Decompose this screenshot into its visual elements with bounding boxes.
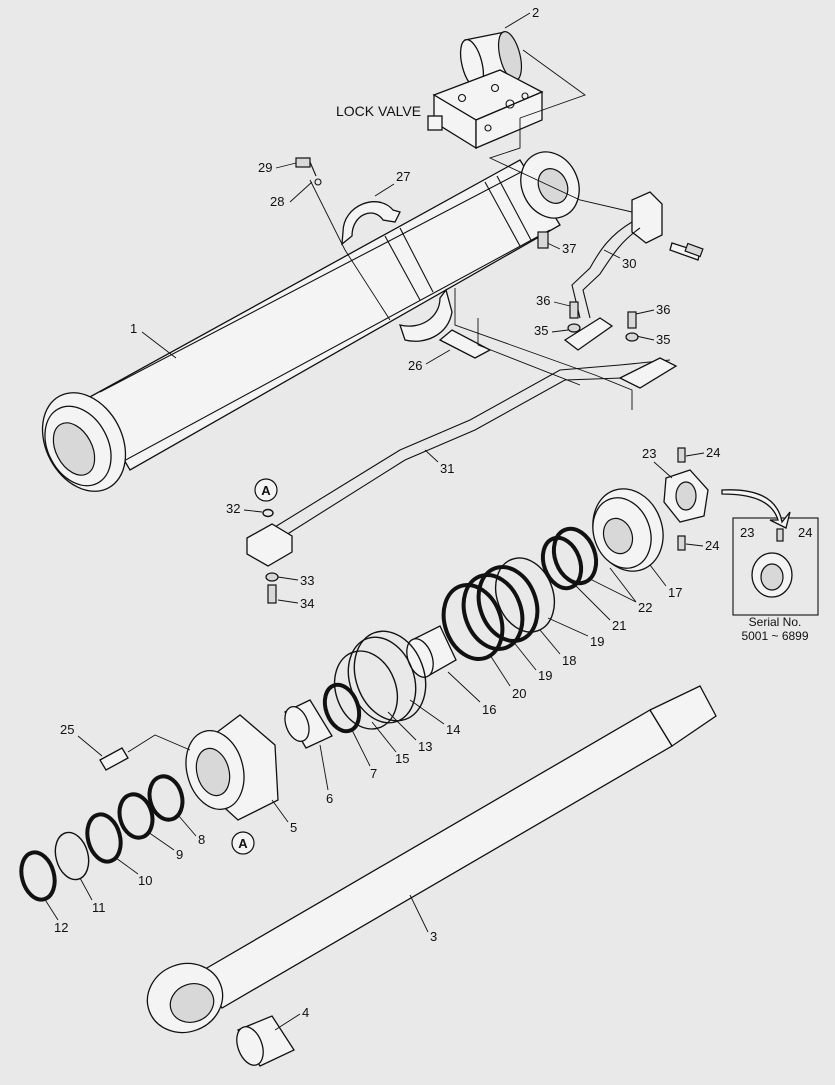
bolt-25 [99, 734, 191, 771]
callout-35b: 35 [656, 332, 670, 347]
serial-label-line1: Serial No. [749, 615, 802, 629]
callout-24-inset: 24 [798, 525, 812, 540]
serial-label-line2: 5001 ~ 6899 [741, 629, 808, 643]
callout-15: 15 [395, 751, 409, 766]
callout-24b: 24 [705, 538, 719, 553]
callout-14: 14 [446, 722, 460, 737]
piston-rod-3 [146, 685, 717, 1034]
callout-24a: 24 [706, 445, 720, 460]
piston-17 [592, 488, 664, 572]
clamp-27 [341, 201, 401, 246]
callout-3: 3 [430, 929, 437, 944]
callout-23-inset: 23 [740, 525, 754, 540]
callout-18: 18 [562, 653, 576, 668]
callout-27: 27 [396, 169, 410, 184]
serial-inset-box [721, 489, 819, 616]
callout-37: 37 [562, 241, 576, 256]
callout-19b: 19 [538, 668, 552, 683]
bushing-6 [284, 699, 333, 749]
callout-30: 30 [622, 256, 636, 271]
callout-28: 28 [270, 194, 284, 209]
callout-29: 29 [258, 160, 272, 175]
callout-20: 20 [512, 686, 526, 701]
callout-2: 2 [532, 5, 539, 20]
callout-17: 17 [668, 585, 682, 600]
callout-4: 4 [302, 1005, 309, 1020]
callout-7: 7 [370, 766, 377, 781]
callout-23: 23 [642, 446, 656, 461]
callout-11: 11 [92, 900, 106, 915]
rod-cover-5 [185, 714, 279, 821]
clamp-26 [399, 288, 492, 359]
callout-22: 22 [638, 600, 652, 615]
pipe-31 [246, 357, 678, 567]
bushing-4 [236, 1015, 295, 1067]
lock-valve [427, 69, 544, 150]
svg-text:A: A [238, 836, 248, 851]
callout-35a: 35 [534, 323, 548, 338]
callout-1: 1 [130, 321, 137, 336]
callout-6: 6 [326, 791, 333, 806]
callout-13: 13 [418, 739, 432, 754]
svg-text:A: A [261, 483, 271, 498]
callout-16: 16 [482, 702, 496, 717]
callout-8: 8 [198, 832, 205, 847]
cylinder-tube [41, 151, 580, 492]
callout-26: 26 [408, 358, 422, 373]
callout-36a: 36 [536, 293, 550, 308]
callout-5: 5 [290, 820, 297, 835]
callout-31: 31 [440, 461, 454, 476]
ref-circle-a-bottom: A [231, 831, 255, 855]
callout-36b: 36 [656, 302, 670, 317]
callout-32: 32 [226, 501, 240, 516]
callout-33: 33 [300, 573, 314, 588]
callout-12: 12 [54, 920, 68, 935]
pipe-30 [563, 191, 701, 351]
callout-10: 10 [138, 873, 152, 888]
small-fasteners [262, 157, 784, 604]
lock-valve-label: LOCK VALVE [336, 103, 421, 119]
callout-25: 25 [60, 722, 74, 737]
ref-circle-a-top: A [254, 478, 278, 502]
callout-9: 9 [176, 847, 183, 862]
piston-nut-23 [663, 469, 709, 523]
callout-19a: 19 [590, 634, 604, 649]
callout-21: 21 [612, 618, 626, 633]
part-callouts: 2 1 3 4 5 6 7 8 9 10 11 12 13 14 15 16 1… [43, 5, 812, 1031]
callout-34: 34 [300, 596, 314, 611]
